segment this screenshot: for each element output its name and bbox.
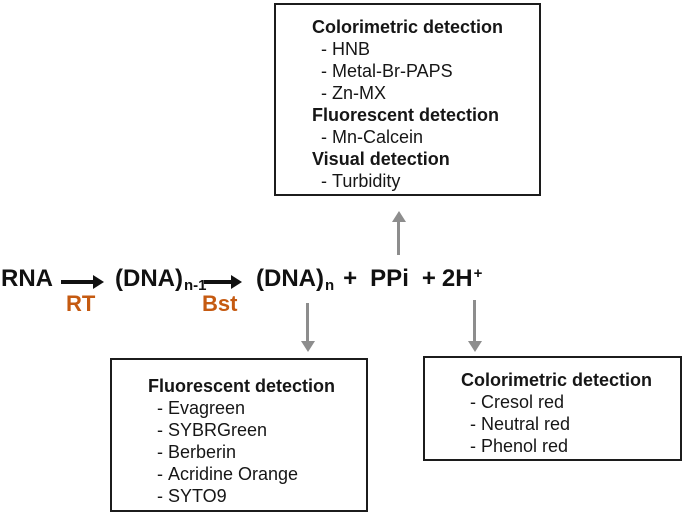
box-item: -HNB xyxy=(276,38,539,60)
box-item: -Phenol red xyxy=(425,435,680,457)
item-dash: - xyxy=(321,61,327,81)
box-item: -Zn-MX xyxy=(276,82,539,104)
dna-subscript: n xyxy=(324,277,335,294)
item-dash: - xyxy=(157,398,163,418)
reaction-products: (DNA)n+PPi+2H+ xyxy=(256,265,482,294)
box-item: -Evagreen xyxy=(112,397,366,419)
box-heading: Fluorescent detection xyxy=(312,105,500,125)
item-label: Acridine Orange xyxy=(168,464,299,484)
box-item: -Mn-Calcein xyxy=(276,126,539,148)
box-item: -SYTO9 xyxy=(112,485,366,507)
box-heading: Visual detection xyxy=(312,149,450,169)
box-item: -Acridine Orange xyxy=(112,463,366,485)
dna-subscript: n-1 xyxy=(183,277,207,294)
down-arrow-right-icon xyxy=(473,300,476,341)
item-label: Cresol red xyxy=(481,392,565,412)
box-heading: Fluorescent detection xyxy=(148,376,336,396)
item-label: Metal-Br-PAPS xyxy=(332,61,453,81)
item-label: Mn-Calcein xyxy=(332,127,424,147)
rna-label: RNA xyxy=(1,265,53,292)
box-item: -Cresol red xyxy=(425,391,680,413)
dna-n-term: (DNA)n xyxy=(256,265,335,294)
item-dash: - xyxy=(470,436,476,456)
box-item: -Turbidity xyxy=(276,170,539,192)
item-dash: - xyxy=(157,464,163,484)
top-detection-box: Colorimetric detection -HNB -Metal-Br-PA… xyxy=(274,3,541,196)
dna-base: (DNA) xyxy=(256,265,324,292)
item-dash: - xyxy=(321,83,327,103)
item-dash: - xyxy=(470,414,476,434)
bst-reaction-arrow-icon xyxy=(204,280,231,284)
hydrogen-base: 2H xyxy=(441,265,473,292)
down-arrow-left-icon xyxy=(306,303,309,341)
bst-enzyme-label: Bst xyxy=(202,291,238,316)
box-item: -Neutral red xyxy=(425,413,680,435)
item-dash: - xyxy=(470,392,476,412)
dna-base: (DNA) xyxy=(115,265,183,292)
item-dash: - xyxy=(321,127,327,147)
hydrogen-superscript: + xyxy=(473,265,483,282)
item-dash: - xyxy=(321,39,327,59)
item-label: SYTO9 xyxy=(168,486,227,506)
rt-enzyme-label: RT xyxy=(66,291,96,316)
plus-sign: + xyxy=(421,265,436,292)
item-label: HNB xyxy=(332,39,371,59)
item-label: Turbidity xyxy=(332,171,401,191)
plus-sign: + xyxy=(343,265,358,292)
box-item: -Berberin xyxy=(112,441,366,463)
item-label: Evagreen xyxy=(168,398,246,418)
item-label: Neutral red xyxy=(481,414,571,434)
box-item: -SYBRGreen xyxy=(112,419,366,441)
item-label: Phenol red xyxy=(481,436,569,456)
box-heading: Colorimetric detection xyxy=(312,17,504,37)
item-dash: - xyxy=(157,442,163,462)
item-dash: - xyxy=(157,486,163,506)
item-dash: - xyxy=(321,171,327,191)
box-heading: Colorimetric detection xyxy=(461,370,653,390)
item-label: SYBRGreen xyxy=(168,420,268,440)
up-arrow-icon xyxy=(397,222,400,255)
ppi-term: PPi xyxy=(370,265,409,292)
bottom-right-detection-box: Colorimetric detection -Cresol red -Neut… xyxy=(423,356,682,461)
item-dash: - xyxy=(157,420,163,440)
box-item: -Metal-Br-PAPS xyxy=(276,60,539,82)
hydrogen-term: 2H+ xyxy=(442,265,482,292)
rt-reaction-arrow-icon xyxy=(61,280,93,284)
dna-n-minus-1-term: (DNA)n-1 xyxy=(115,265,207,294)
item-label: Zn-MX xyxy=(332,83,386,103)
item-label: Berberin xyxy=(168,442,237,462)
bottom-left-detection-box: Fluorescent detection -Evagreen -SYBRGre… xyxy=(110,358,368,512)
